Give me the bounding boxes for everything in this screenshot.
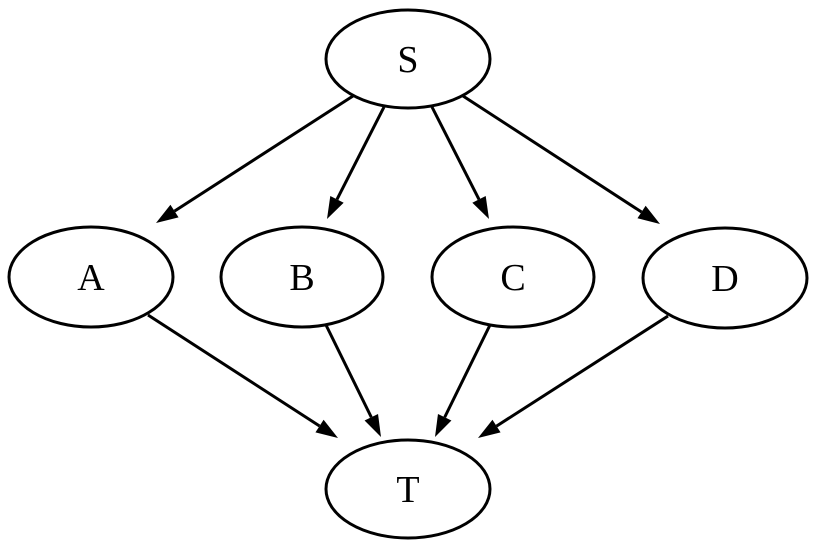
edge-arrowhead-icon (478, 419, 501, 438)
node-t-ellipse[interactable] (324, 438, 492, 540)
node-d-ellipse[interactable] (641, 226, 809, 330)
edge-arrowhead-icon (156, 204, 179, 223)
node-c-ellipse[interactable] (430, 225, 596, 329)
edges-layer (147, 94, 669, 438)
node-a-label: A (77, 257, 105, 299)
edge-arrowhead-icon (435, 413, 452, 437)
edge-a-to-t (147, 313, 338, 438)
edge-arrowhead-icon (315, 419, 338, 438)
edge-s-to-b (327, 106, 386, 219)
edge-s-to-a (156, 94, 354, 223)
edge-d-to-t (478, 314, 669, 438)
edge-c-to-t (435, 324, 492, 437)
node-b-label: B (289, 257, 314, 299)
edge-arrowhead-icon (472, 195, 489, 219)
edge-line (147, 313, 321, 428)
edge-line (443, 324, 492, 418)
node-c[interactable]: C (430, 225, 596, 329)
edge-b-to-t (324, 324, 381, 437)
node-d[interactable]: D (641, 226, 809, 330)
edge-line (462, 94, 643, 214)
edge-arrowhead-icon (364, 413, 381, 437)
edge-line (430, 106, 481, 201)
edge-line (173, 94, 354, 213)
edge-line (335, 106, 386, 201)
node-a[interactable]: A (7, 225, 175, 329)
node-s[interactable]: S (324, 8, 492, 110)
node-b[interactable]: B (219, 225, 385, 329)
edge-arrowhead-icon (637, 205, 660, 224)
edge-line (324, 324, 373, 418)
edge-arrowhead-icon (327, 195, 344, 219)
node-t[interactable]: T (324, 438, 492, 540)
node-a-ellipse[interactable] (7, 225, 175, 329)
edge-s-to-c (430, 106, 489, 219)
edge-s-to-d (462, 94, 660, 224)
node-b-ellipse[interactable] (219, 225, 385, 329)
edge-line (495, 314, 669, 428)
node-t-label: T (396, 469, 419, 511)
node-c-label: C (500, 257, 525, 299)
node-s-label: S (397, 39, 418, 81)
nodes-layer: S A B C D T (7, 8, 809, 540)
node-d-label: D (711, 258, 738, 300)
node-s-ellipse[interactable] (324, 8, 492, 110)
